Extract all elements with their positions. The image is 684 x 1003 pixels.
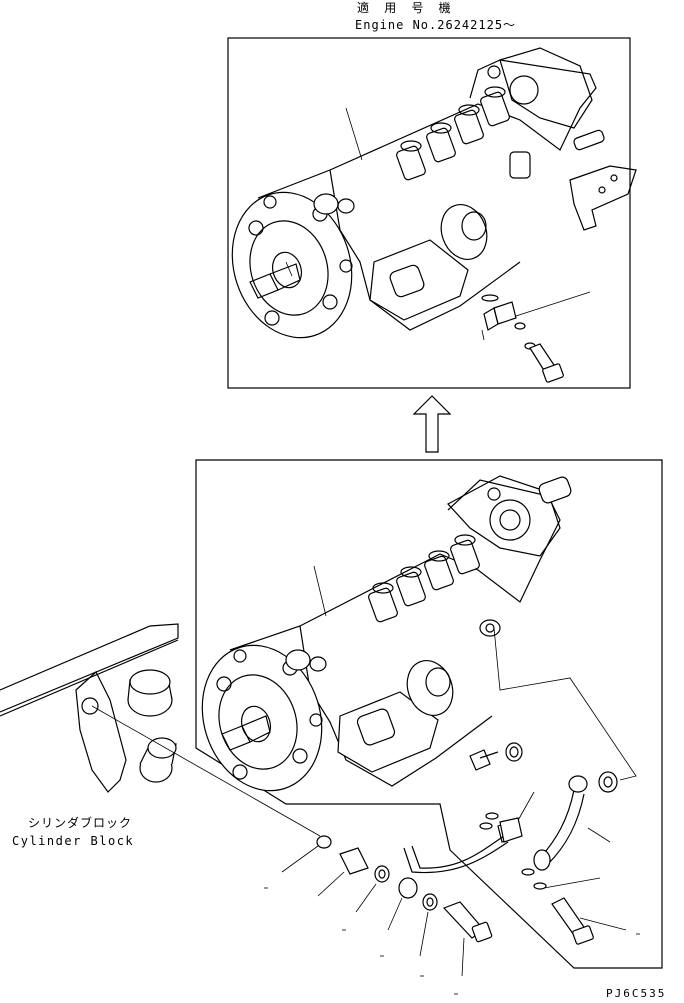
top-inset — [227, 37, 637, 389]
top-pump-assembly — [231, 47, 637, 339]
top-delivery-valves — [396, 86, 510, 181]
top-inset-frame — [227, 37, 631, 389]
applicability-label: 適 用 号 機 — [357, 1, 455, 15]
cylinder-block-label-jp: シリンダブロック — [28, 816, 133, 830]
cylinder-block-label-en: Cylinder Block — [12, 834, 135, 848]
top-fittings — [481, 291, 591, 383]
bottom-delivery-valves — [368, 534, 480, 623]
up-arrow-icon — [412, 395, 452, 453]
callout-marks — [264, 887, 640, 995]
bottom-inset — [195, 459, 663, 969]
plug-part — [316, 835, 332, 849]
engine-number-label: Engine No.26242125～ — [355, 18, 517, 32]
bottom-pump-assembly — [201, 475, 572, 792]
bottom-fittings — [469, 627, 637, 945]
loose-parts — [281, 817, 523, 977]
connector-part — [339, 847, 369, 875]
cylinder-block — [0, 623, 321, 837]
figure-code: PJ6C535 — [606, 987, 667, 1000]
